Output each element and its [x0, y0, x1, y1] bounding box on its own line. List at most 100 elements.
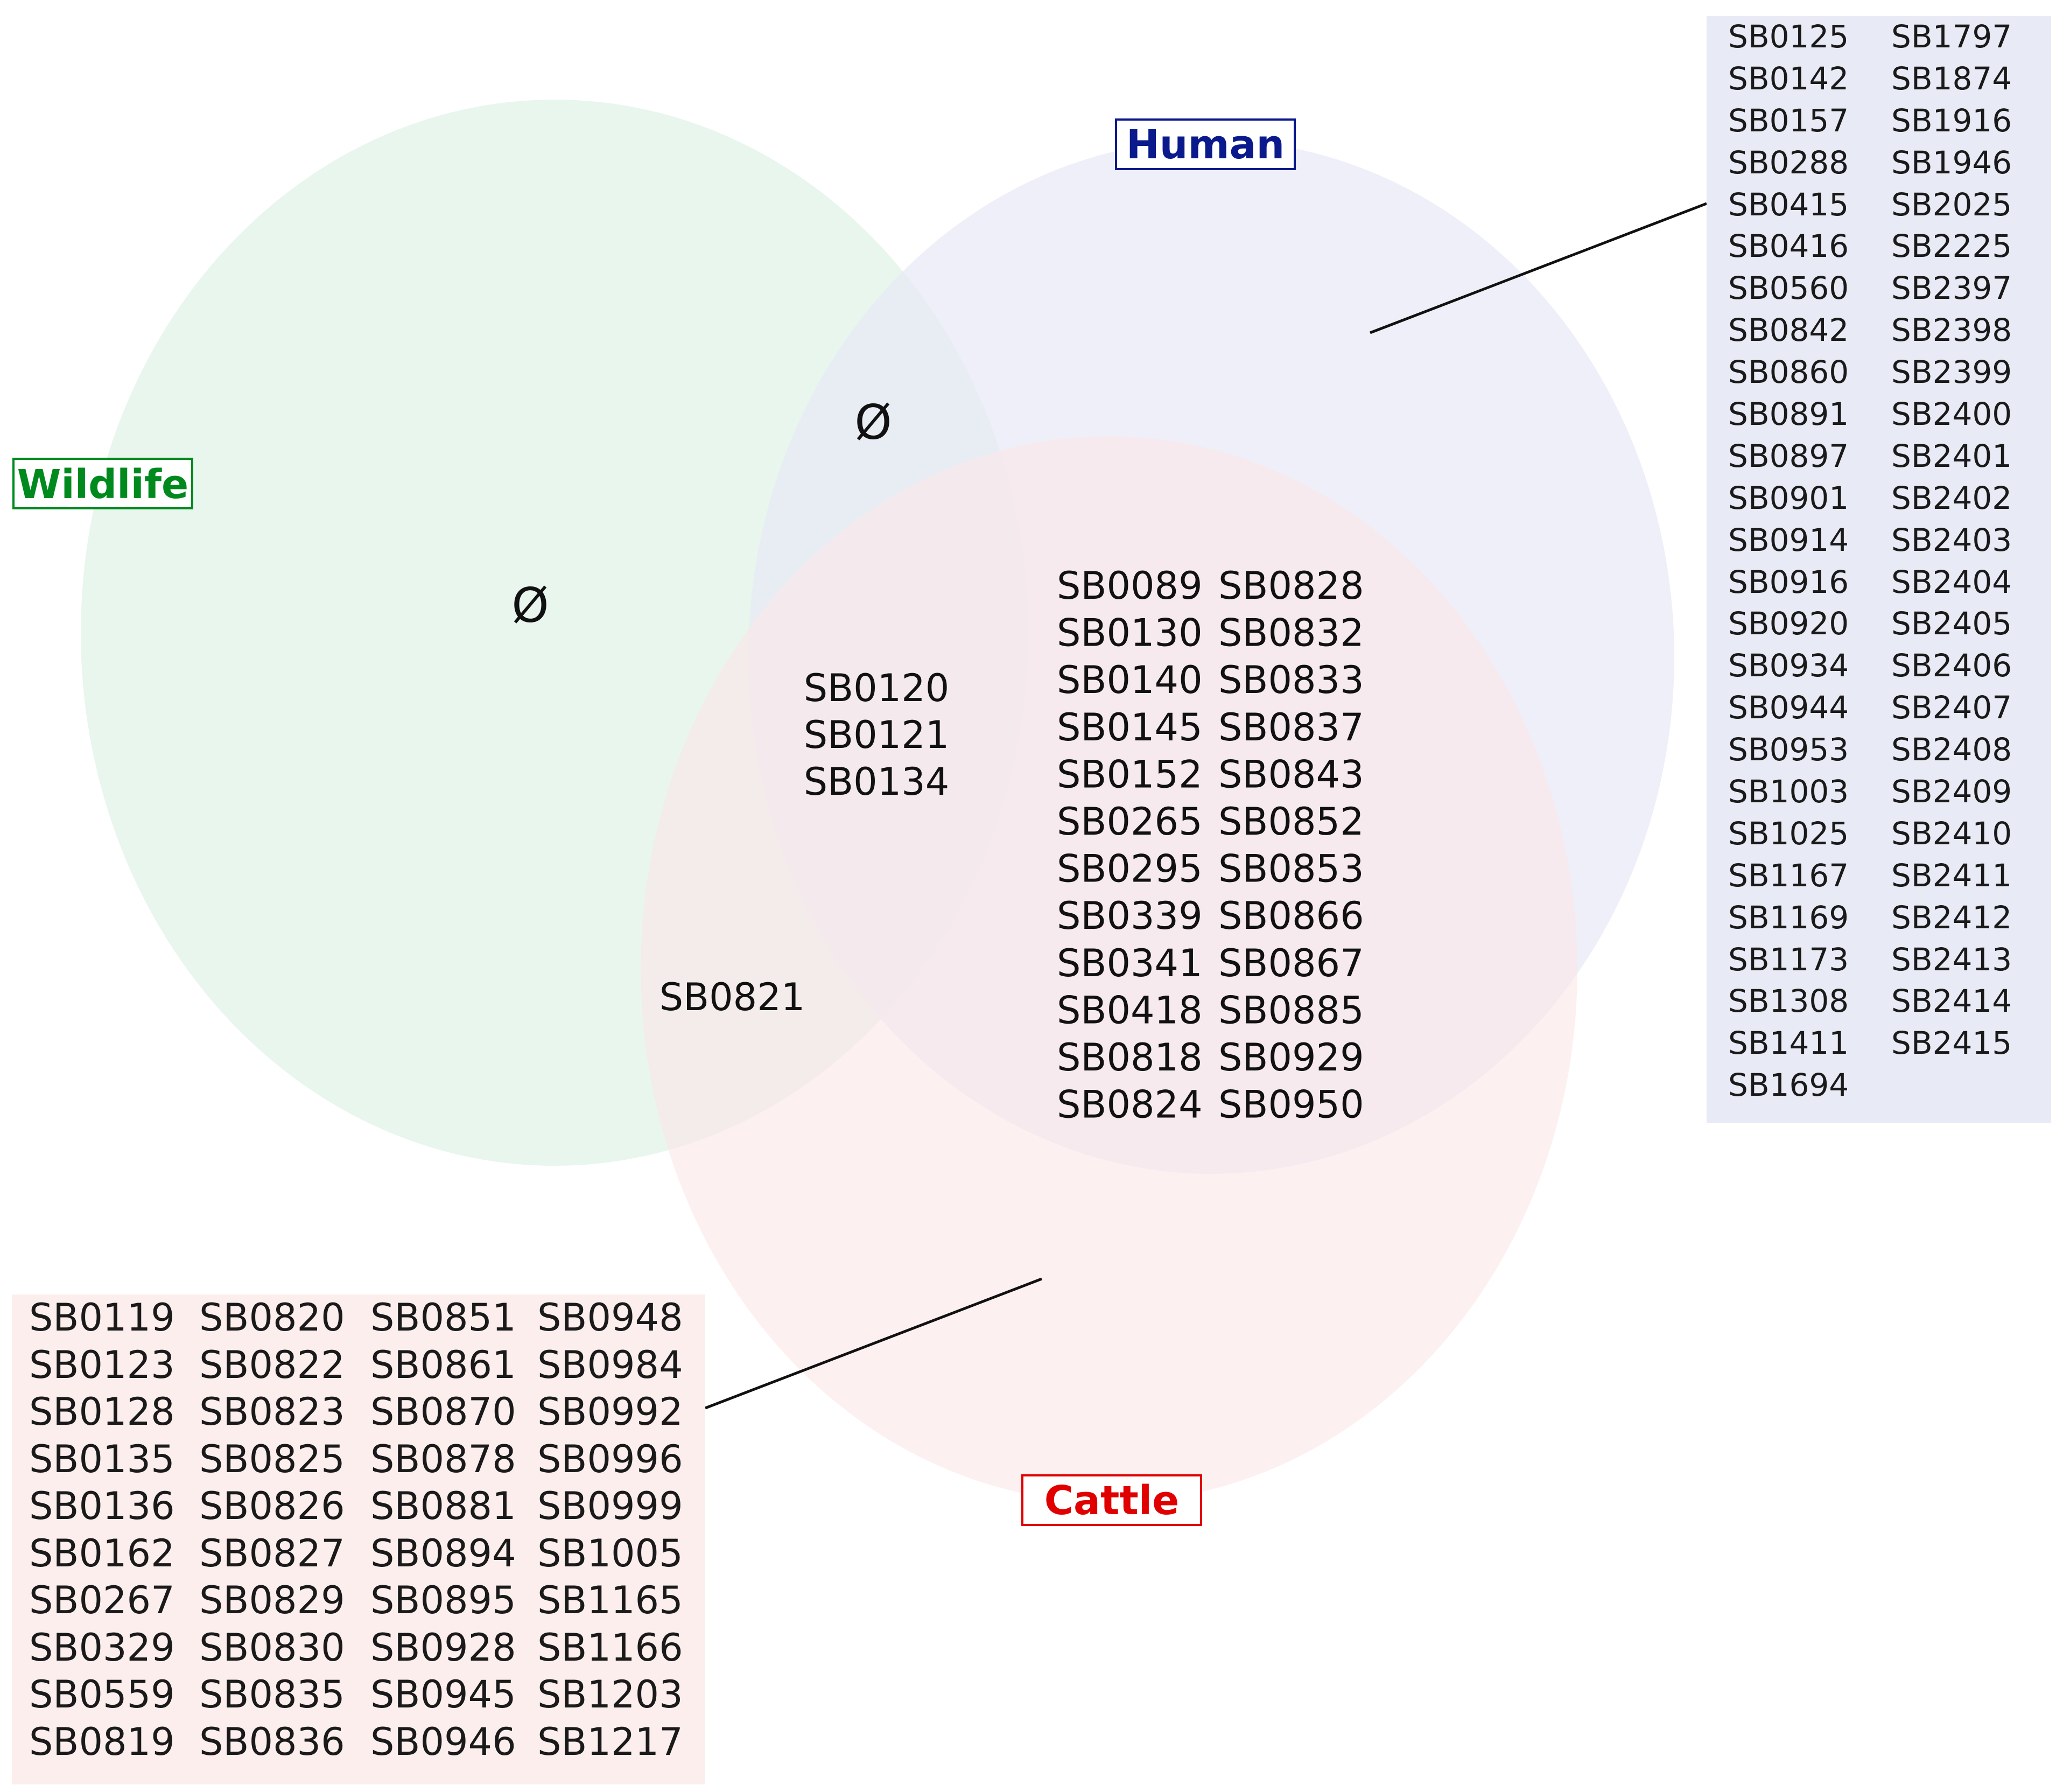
list-item: SB0134: [804, 760, 950, 804]
list-item: SB0914: [1728, 521, 1849, 558]
list-item: SB0142: [1728, 60, 1849, 97]
list-item: SB0820: [199, 1296, 345, 1340]
list-item: SB1308: [1728, 983, 1849, 1020]
list-item: SB1003: [1728, 773, 1849, 810]
list-item: SB0415: [1728, 186, 1849, 223]
list-item: SB2402: [1891, 479, 2012, 516]
list-item: SB0560: [1728, 270, 1849, 307]
list-item: SB0828: [1218, 564, 1364, 608]
list-item: SB0329: [29, 1625, 175, 1670]
list-item: SB0851: [370, 1296, 516, 1340]
list-item: SB0867: [1218, 941, 1364, 985]
all-three-region-list: SB0120 SB0121 SB0134: [804, 666, 950, 804]
list-item: SB0295: [1057, 847, 1203, 891]
list-item: SB0152: [1057, 752, 1203, 796]
list-item: SB0827: [199, 1531, 345, 1576]
list-item: SB0136: [29, 1484, 175, 1528]
list-item: SB0145: [1057, 705, 1203, 750]
list-item: SB0162: [29, 1531, 175, 1576]
list-item: SB2410: [1891, 815, 2012, 852]
list-item: SB1874: [1891, 60, 2012, 97]
list-item: SB2399: [1891, 354, 2012, 391]
list-item: SB0089: [1057, 564, 1203, 608]
list-item: SB1167: [1728, 857, 1849, 894]
list-item: SB0559: [29, 1672, 175, 1717]
list-item: SB2412: [1891, 899, 2012, 936]
list-item: SB1797: [1891, 18, 2012, 55]
list-item: SB1169: [1728, 899, 1849, 936]
list-item: SB0121: [804, 713, 950, 757]
list-item: SB0119: [29, 1296, 175, 1340]
wildlife-cattle-item: SB0821: [659, 975, 805, 1019]
list-item: SB2397: [1891, 270, 2012, 307]
list-item: SB2407: [1891, 689, 2012, 726]
list-item: SB0953: [1728, 731, 1849, 768]
list-item: SB0870: [370, 1390, 516, 1434]
list-item: SB0946: [370, 1719, 516, 1764]
list-item: SB0135: [29, 1437, 175, 1481]
list-item: SB2398: [1891, 312, 2012, 349]
list-item: SB2225: [1891, 228, 2012, 265]
list-item: SB1173: [1728, 941, 1849, 978]
list-item: SB0891: [1728, 396, 1849, 433]
list-item: SB0288: [1728, 144, 1849, 181]
list-item: SB0897: [1728, 437, 1849, 474]
list-item: SB2414: [1891, 983, 2012, 1020]
cattle-set-ellipse: [641, 436, 1577, 1502]
list-item: SB0341: [1057, 941, 1203, 985]
list-item: SB0836: [199, 1719, 345, 1764]
list-item: SB1203: [537, 1672, 683, 1717]
list-item: SB0920: [1728, 605, 1849, 642]
list-item: SB0819: [29, 1719, 175, 1764]
list-item: SB1025: [1728, 815, 1849, 852]
list-item: SB0823: [199, 1390, 345, 1434]
list-item: SB0861: [370, 1342, 516, 1387]
list-item: SB0140: [1057, 658, 1203, 702]
list-item: SB0832: [1218, 611, 1364, 655]
list-item: SB0928: [370, 1625, 516, 1670]
wildlife-label-text: Wildlife: [17, 461, 188, 508]
list-item: SB0128: [29, 1390, 175, 1434]
list-item: SB0837: [1218, 705, 1364, 750]
list-item: SB0130: [1057, 611, 1203, 655]
list-item: SB0860: [1728, 354, 1849, 391]
list-item: SB0123: [29, 1342, 175, 1387]
wildlife-human-empty-symbol: Ø: [854, 395, 892, 450]
list-item: SB0944: [1728, 689, 1849, 726]
human-label-text: Human: [1126, 122, 1285, 168]
wildlife-only-empty-symbol: Ø: [511, 578, 549, 633]
list-item: SB0830: [199, 1625, 345, 1670]
list-item: SB0992: [537, 1390, 683, 1434]
list-item: SB2415: [1891, 1025, 2012, 1062]
list-item: SB2400: [1891, 396, 2012, 433]
list-item: SB0950: [1218, 1083, 1364, 1127]
list-item: SB2409: [1891, 773, 2012, 810]
list-item: SB0885: [1218, 988, 1364, 1032]
list-item: SB1217: [537, 1719, 683, 1764]
cattle-label-text: Cattle: [1044, 1478, 1180, 1524]
list-item: SB1165: [537, 1578, 683, 1622]
list-item: SB0339: [1057, 894, 1203, 938]
list-item: SB0833: [1218, 658, 1364, 702]
list-item: SB2025: [1891, 186, 2012, 223]
list-item: SB0818: [1057, 1035, 1203, 1080]
list-item: SB1166: [537, 1625, 683, 1670]
list-item: SB0418: [1057, 988, 1203, 1032]
list-item: SB2408: [1891, 731, 2012, 768]
list-item: SB0120: [804, 666, 950, 710]
list-item: SB0843: [1218, 752, 1364, 796]
list-item: SB0999: [537, 1484, 683, 1528]
cattle-label: Cattle: [1021, 1474, 1202, 1526]
list-item: SB0157: [1728, 102, 1849, 139]
list-item: SB0929: [1218, 1035, 1364, 1080]
list-item: SB0881: [370, 1484, 516, 1528]
list-item: SB2401: [1891, 437, 2012, 474]
list-item: SB0824: [1057, 1083, 1203, 1127]
list-item: SB2413: [1891, 941, 2012, 978]
